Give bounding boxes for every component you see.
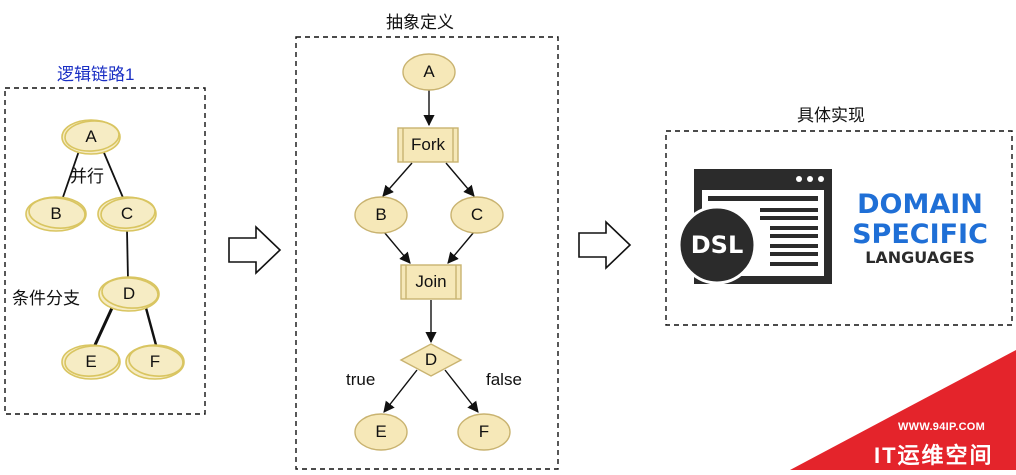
edge-a-b [61, 147, 81, 201]
sketch-node-e [61, 344, 121, 380]
watermark-url: WWW.94IP.COM [898, 421, 986, 433]
panel1-nodes [25, 119, 185, 380]
sketch-node-a-label: A [85, 127, 97, 146]
node-fork-label: Fork [411, 135, 445, 154]
node-f [457, 413, 511, 451]
sketch-node-d-label: D [122, 284, 136, 303]
sketch-node-f [125, 344, 185, 380]
node-b-label: B [375, 205, 387, 224]
parallel-label: 并行 [70, 167, 104, 186]
edge-c-join [447, 231, 475, 264]
edge-fork-b [382, 162, 413, 197]
flow-arrow-2 [578, 220, 632, 270]
node-f-label: F [478, 422, 490, 441]
dsl-line-domain: DOMAIN [857, 189, 983, 220]
edge-a-c [101, 147, 125, 201]
dsl-line-languages: LANGUAGES [865, 248, 975, 267]
panel2-title: 抽象定义 [386, 13, 454, 32]
edge-d-f [144, 307, 158, 346]
panel2-nodes [354, 53, 511, 451]
sketch-node-d [98, 276, 160, 312]
sketch-node-a [61, 119, 121, 155]
panel3-frame [665, 130, 1013, 326]
node-a-label: A [423, 62, 435, 81]
sketch-node-c [97, 196, 157, 232]
node-fork [397, 127, 459, 163]
node-c [450, 196, 504, 234]
edge-b-join [383, 231, 411, 264]
edge-c-d [126, 229, 129, 281]
true-label: true [346, 370, 376, 389]
watermark-corner [790, 350, 1016, 470]
node-d-label: D [424, 350, 438, 369]
node-c-label: C [470, 205, 484, 224]
panel3-title: 具体实现 [797, 106, 865, 125]
watermark-brand: IT运维空间 [874, 443, 994, 468]
node-join [400, 264, 462, 300]
panel2-frame [295, 36, 559, 470]
sketch-node-e-label: E [85, 352, 97, 371]
edge-d-e [93, 307, 114, 346]
panel2-edges [382, 90, 479, 413]
panel1-frame [4, 87, 206, 415]
edge-fork-c [445, 162, 475, 197]
sketch-node-b-label: B [50, 204, 62, 223]
edge-d-f [444, 369, 479, 413]
edge-d-e [383, 369, 418, 413]
panel1-title: 逻辑链路1 [57, 65, 135, 84]
node-e [354, 413, 408, 451]
sketch-node-b [25, 196, 87, 232]
branch-label: 条件分支 [12, 289, 80, 308]
sketch-node-c-label: C [120, 204, 134, 223]
node-join-label: Join [415, 272, 447, 291]
dsl-line-specific: SPECIFIC [852, 219, 988, 250]
node-a [402, 53, 456, 91]
node-b [354, 196, 408, 234]
node-e-label: E [375, 422, 387, 441]
dsl-badge-text: DSL [691, 231, 744, 259]
dsl-window-icon [677, 169, 832, 285]
false-label: false [486, 370, 522, 389]
sketch-node-f-label: F [149, 352, 161, 371]
panel1-edges [61, 147, 158, 346]
flow-arrow-1 [228, 225, 282, 275]
node-d-diamond [399, 343, 463, 377]
